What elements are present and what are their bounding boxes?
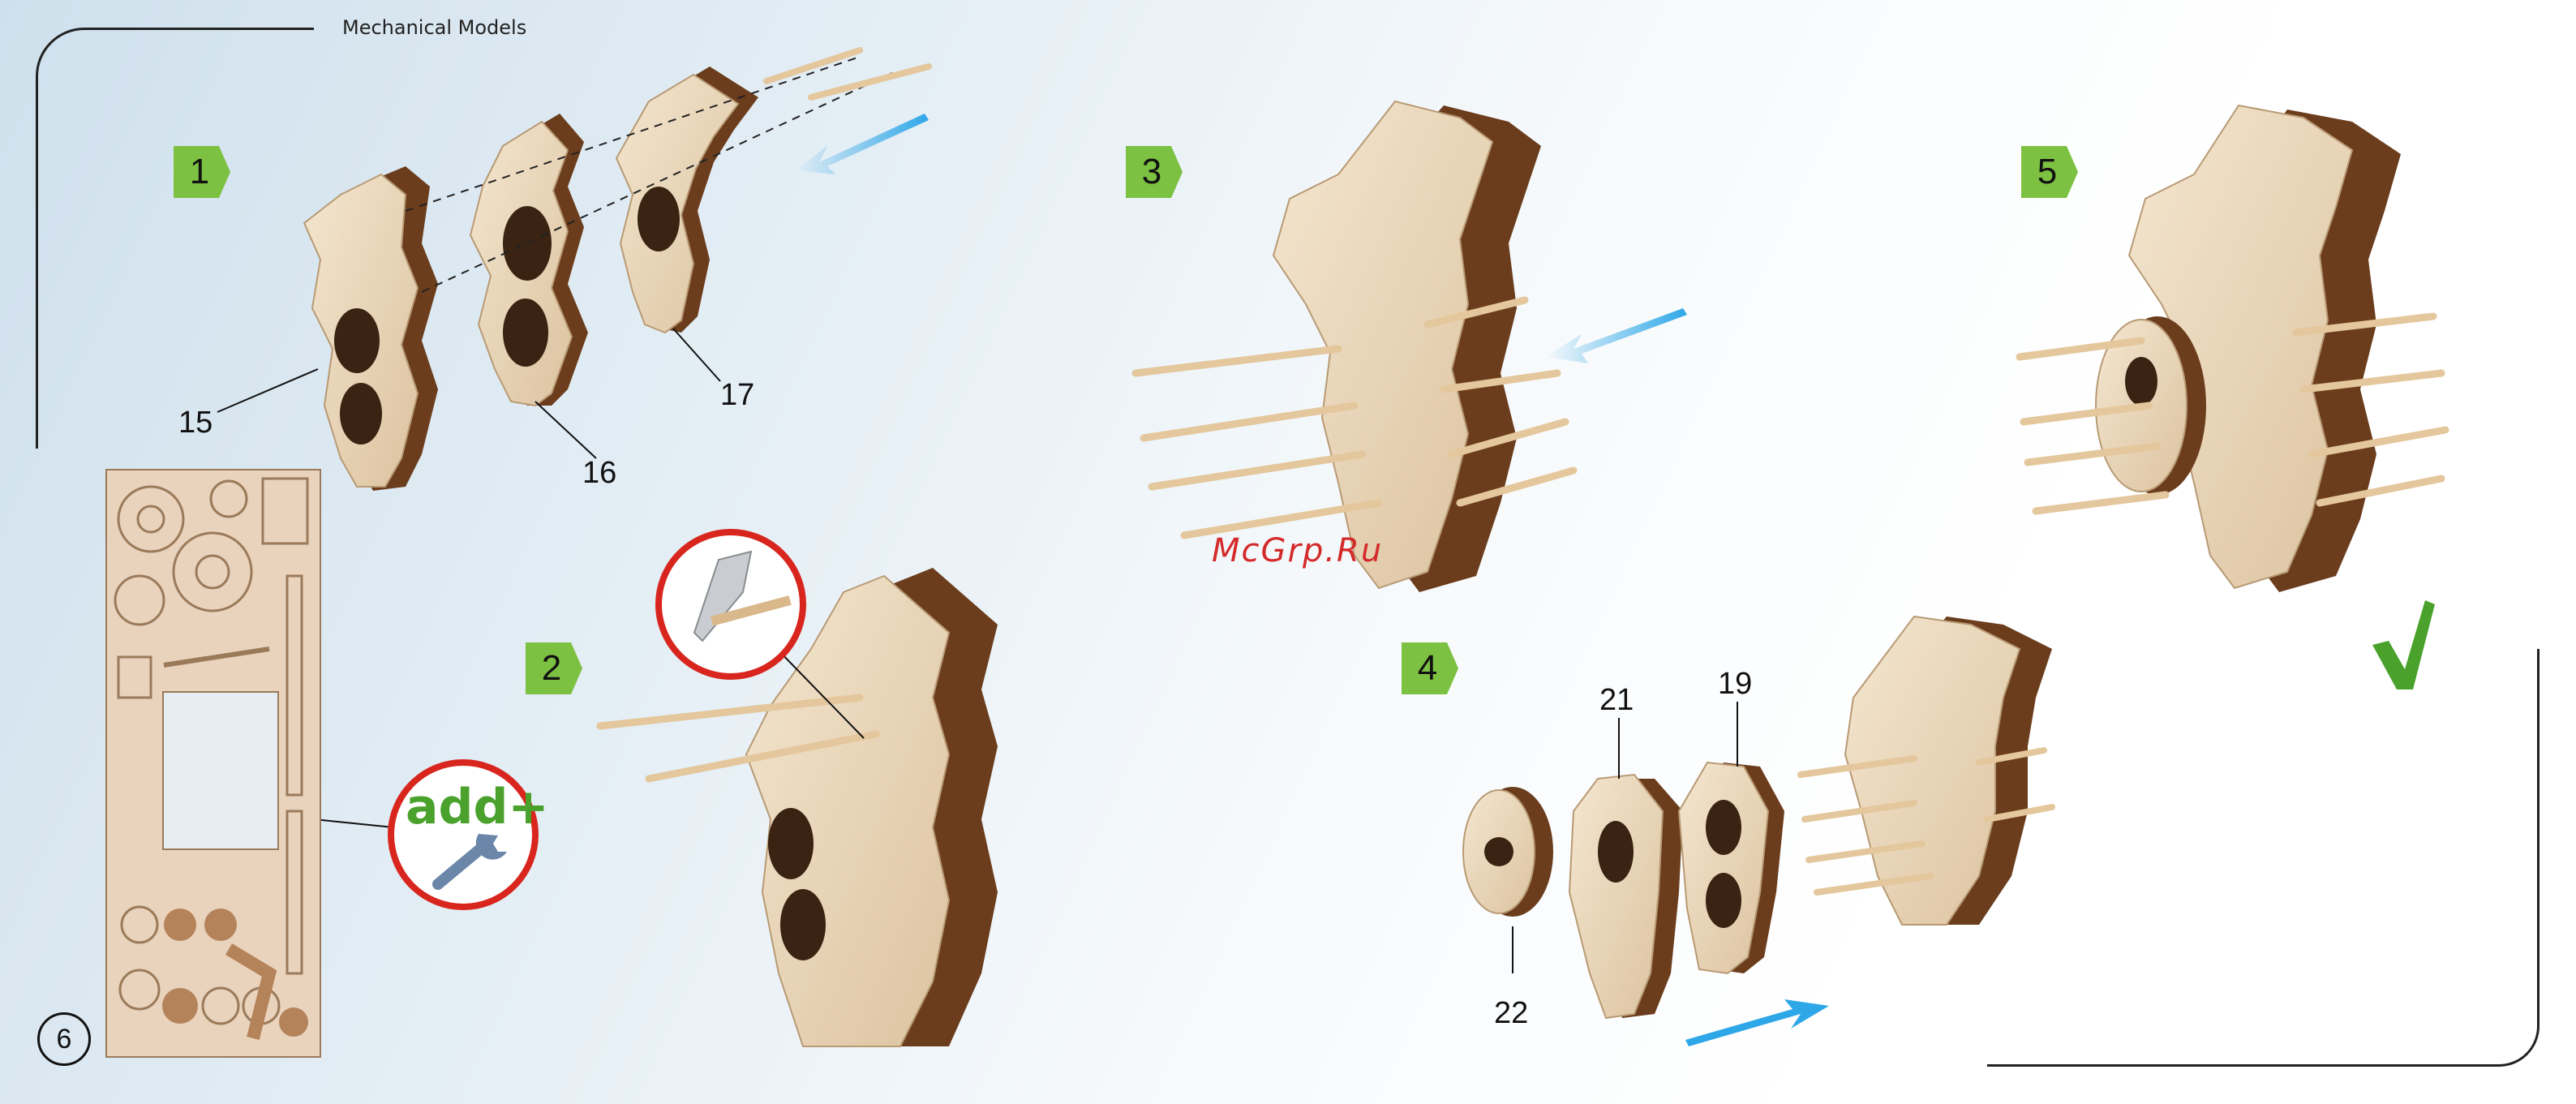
sheet-cutout-window [162,691,279,850]
toothpick [766,50,860,81]
blue-direction-arrow-icon [1685,999,1829,1046]
page-number: 6 [37,1012,91,1066]
part-label-16: 16 [582,456,616,491]
watermark-text: McGrp.Ru [1212,532,1383,569]
part-label-15: 15 [178,406,213,440]
blue-direction-arrow-icon [795,114,929,174]
step-4-assembly-illustration [1463,616,2052,1018]
part-label-21: 21 [1599,683,1634,718]
detail-callout-circle [655,529,806,680]
part-label-19: 19 [1718,667,1752,702]
part-15-illustration [304,166,438,491]
blue-direction-arrow-icon [1545,308,1687,363]
part-16-illustration [470,114,588,406]
checkmark-icon [2372,600,2435,689]
wrench-icon [430,827,519,892]
step-5-assembly-illustration [2020,105,2445,592]
part-17-illustration [616,67,758,333]
step-2-assembly-illustration [600,568,998,1046]
part-label-17: 17 [720,378,754,413]
knife-icon [662,535,800,673]
toothpick [811,67,929,97]
step-3-assembly-illustration [1136,101,1574,592]
part-label-22: 22 [1494,996,1528,1031]
